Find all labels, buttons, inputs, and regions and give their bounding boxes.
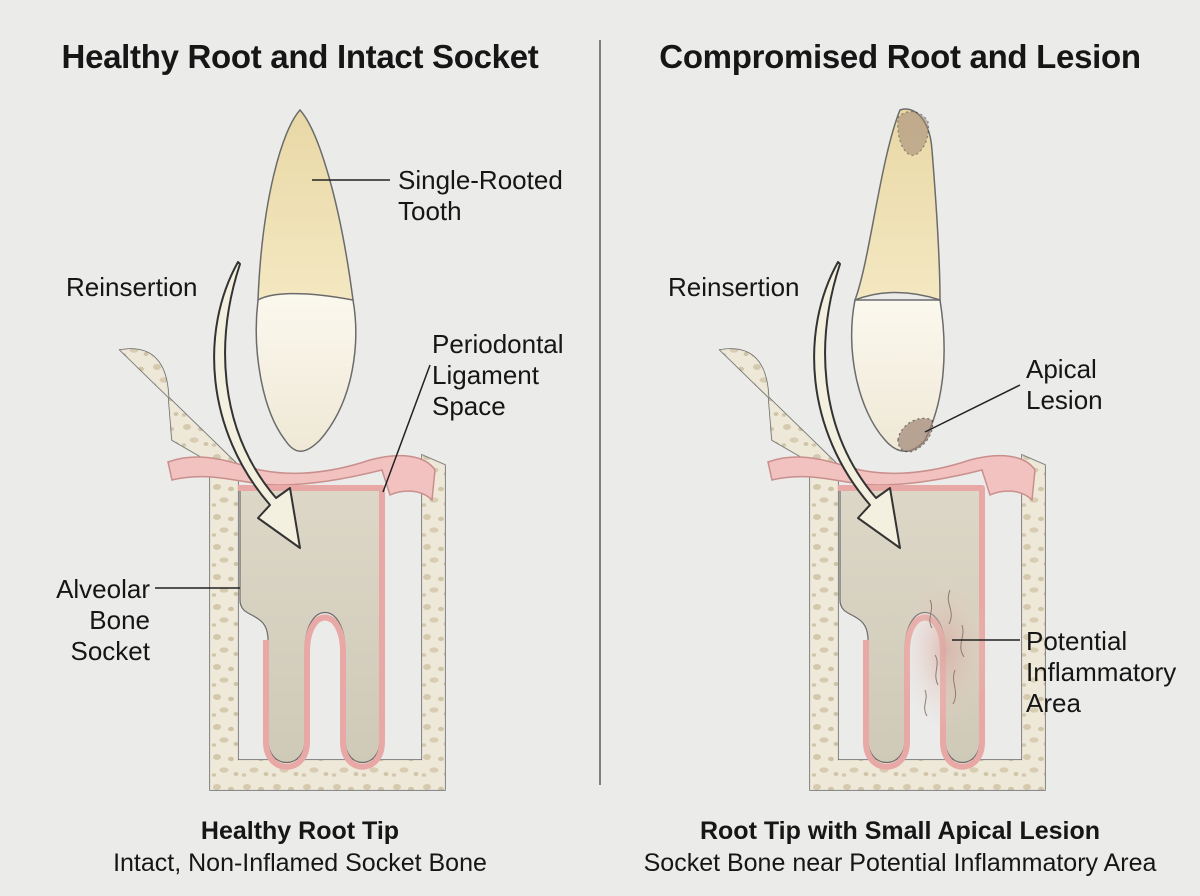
left-tooth [255,108,357,452]
label-reinsertion-right: Reinsertion [668,272,800,302]
right-jaw-bone [718,348,1046,791]
left-panel-title: Healthy Root and Intact Socket [61,38,539,75]
label-single-rooted-tooth: Single-Rooted Tooth [398,165,563,226]
leader-pdl [382,364,431,493]
apical-lesion-spot [897,417,934,453]
right-caption-text: Socket Bone near Potential Inflammatory … [643,849,1157,877]
right-caption-title: Root Tip with Small Apical Lesion [699,817,1101,845]
right-panel-title: Compromised Root and Lesion [659,38,1141,75]
left-pdl-lining [238,485,385,770]
left-jaw-bone [118,348,446,791]
left-reinsertion-arrow [213,261,301,549]
left-caption-text: Intact, Non-Inflamed Socket Bone [113,849,487,877]
label-alveolar-bone-socket: Alveolar Bone Socket [56,574,150,666]
inflammatory-area [900,570,990,730]
right-reinsertion-arrow [813,261,901,549]
label-apical-lesion: Apical Lesion [1026,354,1103,415]
leader-lesion [924,384,1021,433]
label-reinsertion-left: Reinsertion [66,272,198,302]
left-illustration [118,108,446,791]
left-caption-title: Healthy Root Tip [200,817,400,845]
right-illustration [718,108,1046,791]
label-potential-inflammatory-area: Potential Inflammatory Area [1026,626,1177,718]
apical-lesion-spot-top [897,111,930,156]
right-tooth [850,108,945,453]
label-periodontal-ligament-space: Periodontal Ligament Space [432,329,564,421]
